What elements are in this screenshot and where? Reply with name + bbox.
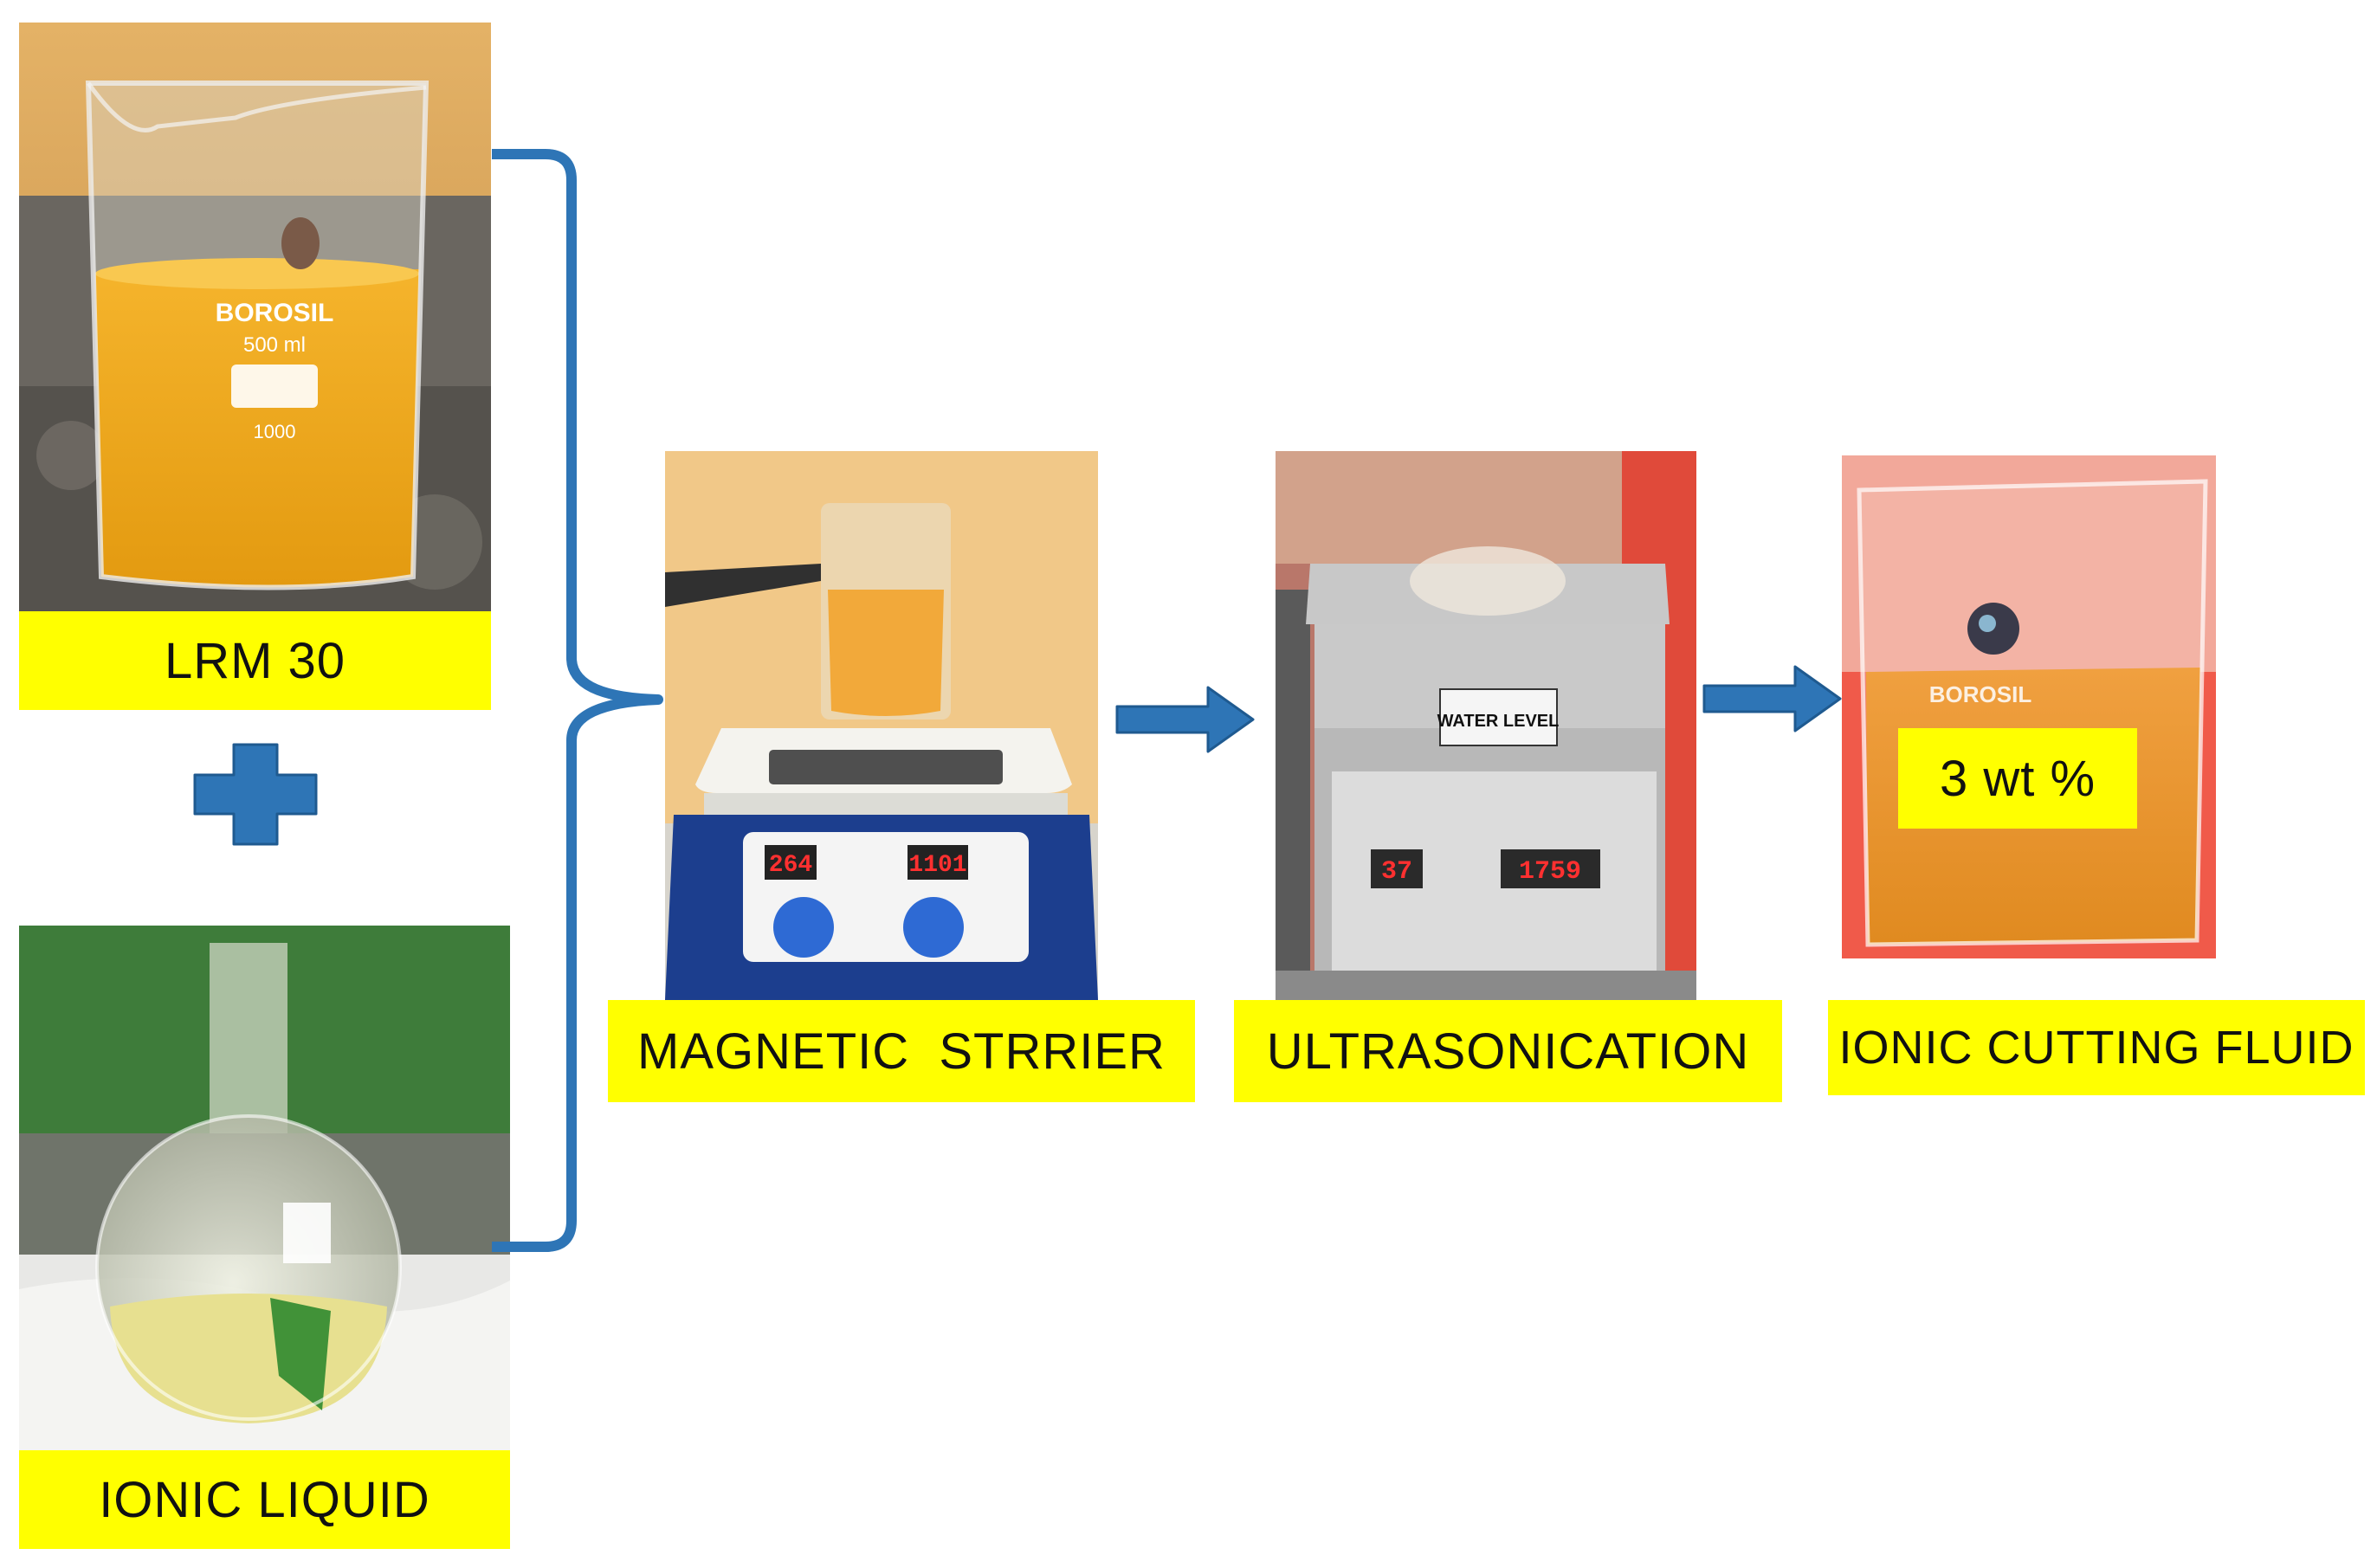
beaker-mark-text: 1000 — [254, 421, 296, 442]
arrow-right-icon — [1702, 665, 1842, 732]
magnetic-stirrer-label: MAGNETIC STRRIER — [608, 1000, 1195, 1102]
ultrasonication-label: ULTRASONICATION — [1234, 1000, 1782, 1102]
sonicator-temp-display: 37 — [1381, 857, 1412, 887]
result-beaker-image: BOROSIL — [1842, 455, 2216, 958]
ionic-cutting-fluid-label: IONIC CUTTING FLUID — [1828, 1000, 2365, 1095]
stirrer-speed-display: 1101 — [908, 852, 966, 879]
flask-image — [19, 926, 510, 1450]
ionic-liquid-label: IONIC LIQUID — [19, 1450, 510, 1549]
lrm-beaker-image: BOROSIL 500 ml 1000 — [19, 23, 491, 611]
sonicator-image: WATER LEVEL 37 1759 — [1276, 451, 1696, 1000]
beaker-brand-text: BOROSIL — [216, 299, 334, 327]
merge-bracket — [492, 149, 663, 1252]
magnetic-stirrer-photo: 264 1101 — [665, 451, 1098, 1000]
stirrer-temp-display: 264 — [769, 852, 812, 879]
lrm-30-photo: BOROSIL 500 ml 1000 — [19, 23, 491, 611]
ultrasonication-photo: WATER LEVEL 37 1759 — [1276, 451, 1696, 1000]
stirrer-image: 264 1101 — [665, 451, 1098, 1000]
concentration-label: 3 wt % — [1898, 728, 2137, 829]
lrm-30-label: LRM 30 — [19, 611, 491, 710]
sonicator-timer-display: 1759 — [1519, 857, 1581, 887]
ionic-liquid-photo — [19, 926, 510, 1450]
plus-icon — [193, 743, 318, 846]
result-beaker-brand-text: BOROSIL — [1929, 681, 2032, 707]
water-level-text: WATER LEVEL — [1437, 712, 1560, 731]
ionic-cutting-fluid-photo: BOROSIL — [1842, 455, 2216, 958]
arrow-right-icon — [1115, 686, 1255, 753]
beaker-volume-text: 500 ml — [243, 333, 306, 357]
